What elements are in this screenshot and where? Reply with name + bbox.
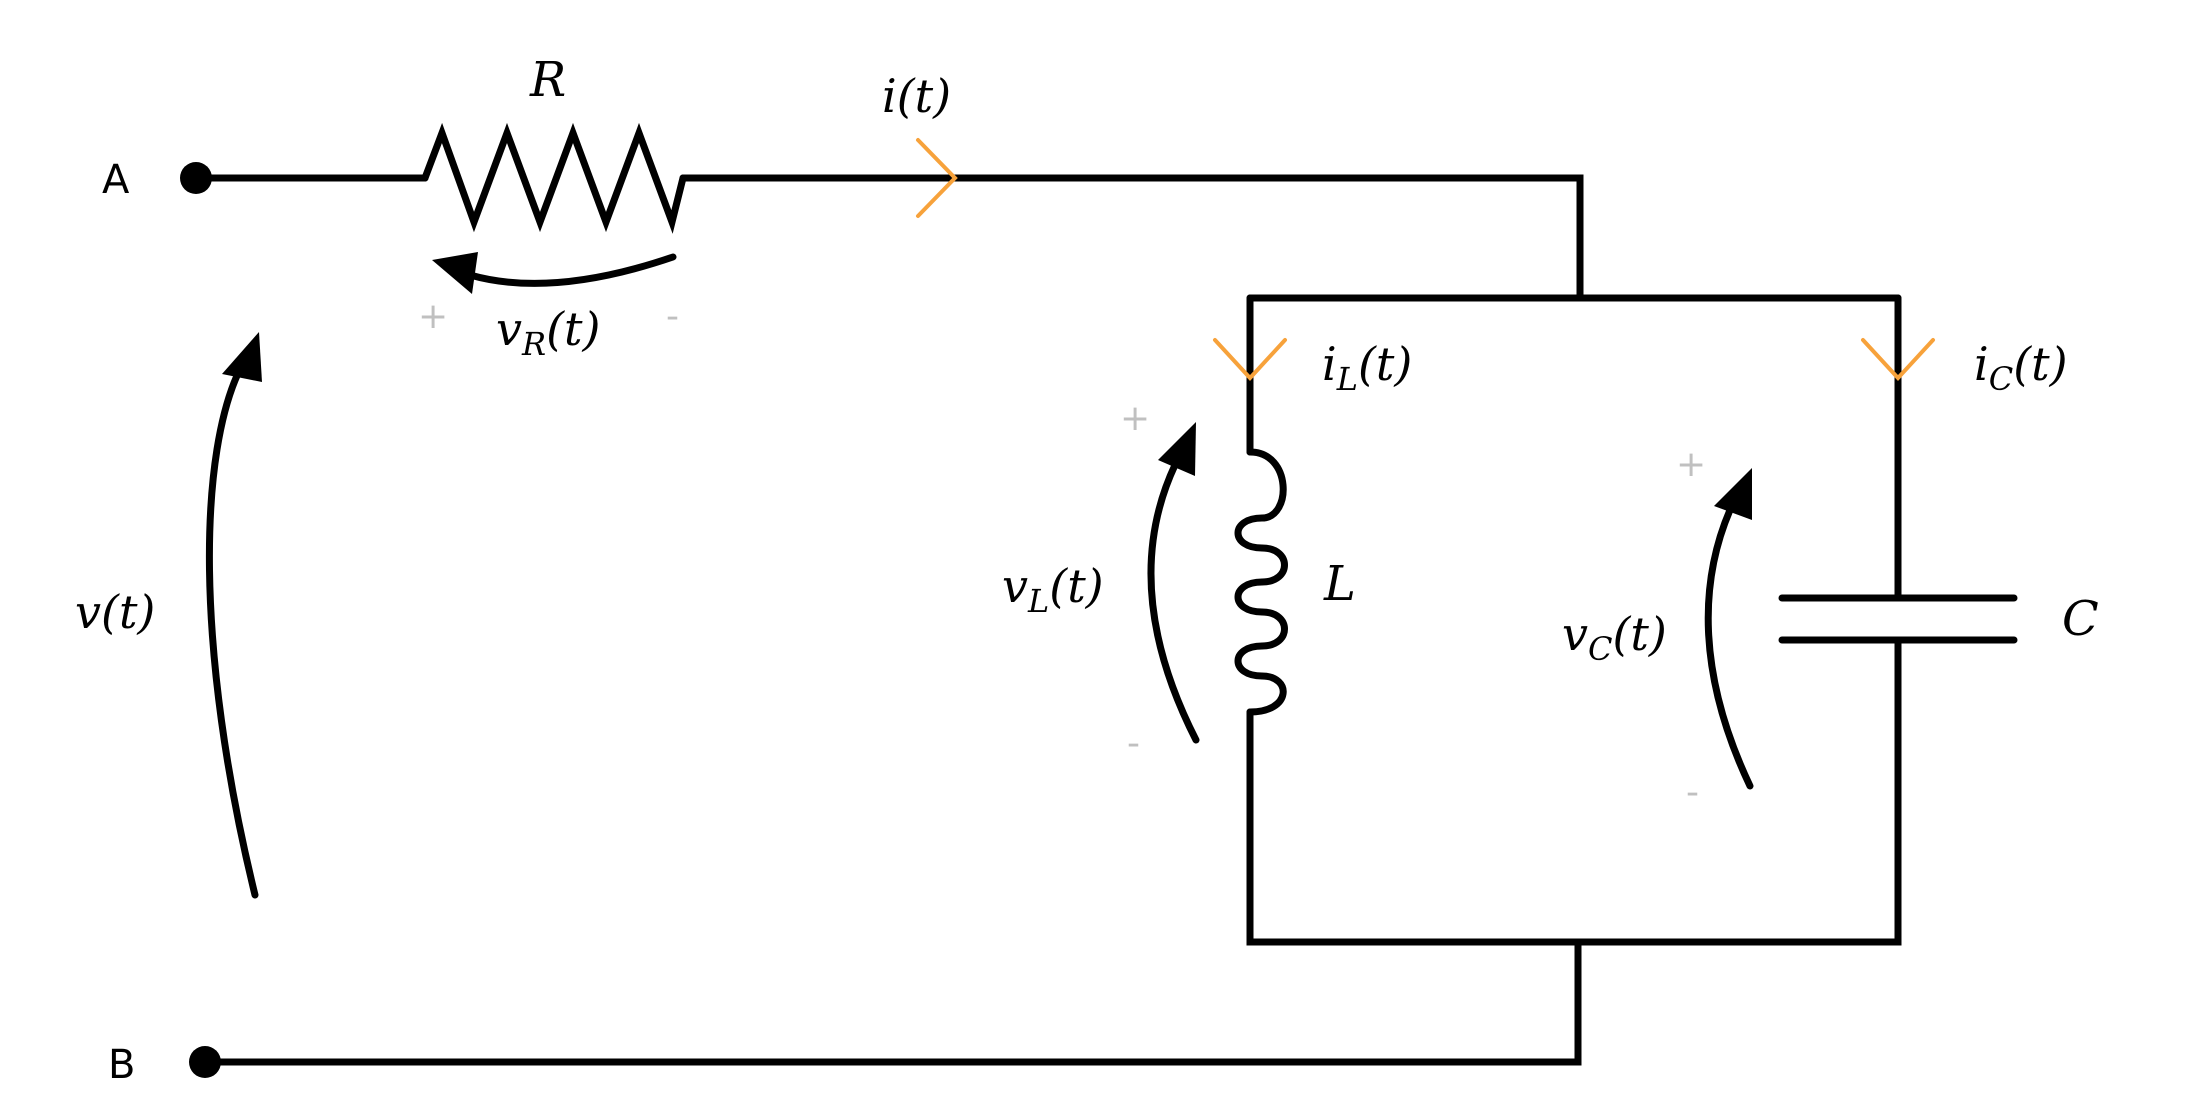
wires [192,174,1902,1066]
voltage-capacitor-sub: C [1588,630,1612,668]
current-arrow-capacitor [1861,338,1935,381]
current-inductor-base: i [1322,337,1337,391]
polarity-plus-resistor: + [418,296,448,337]
current-label-capacitor: iC(t) [1974,337,2068,398]
resistor-label: R [529,52,566,108]
voltage-resistor-base: v [496,302,522,356]
voltage-label-resistor: vR(t) [496,302,600,363]
voltage-arrow-inductor-head [1158,422,1196,476]
resistor-symbol [421,122,687,234]
voltage-resistor-sub: R [521,325,546,363]
inductor-symbol [1234,448,1288,716]
voltage-arrow-source-head [222,332,262,382]
polarity-minus-capacitor: - [1686,772,1699,813]
terminal-a-label: A [102,157,130,203]
voltage-source-base: v [75,585,101,639]
terminal-b-label: B [108,1042,135,1088]
voltage-label-capacitor: vC(t) [1562,607,1667,668]
inductor-label: L [1323,556,1356,612]
voltage-arrow-capacitor-head [1714,468,1752,520]
voltage-resistor-arg: (t) [546,302,600,356]
voltage-arrow-resistor [466,253,677,287]
capacitor-label: C [2062,591,2099,647]
voltage-arrow-capacitor [1704,506,1754,790]
voltage-capacitor-arg: (t) [1612,607,1666,661]
voltage-label-source: v(t) [75,585,155,639]
wire-inductor-bottom [1246,636,1902,946]
wire-branch-to-b [201,938,1582,1066]
current-capacitor-arg: (t) [2013,337,2067,391]
voltage-label-inductor: vL(t) [1002,559,1104,620]
polarity-plus-capacitor: + [1676,444,1706,485]
current-capacitor-base: i [1974,337,1989,391]
voltage-arrow-resistor-head [432,252,478,294]
current-label-main: i(t) [882,69,951,123]
current-capacitor-sub: C [1989,360,2013,398]
current-label-inductor: iL(t) [1322,337,1412,398]
terminal-b-dot[interactable] [189,1046,221,1078]
current-main-arg: (t) [897,69,951,123]
current-arrow-main [916,138,958,218]
current-inductor-arg: (t) [1358,337,1412,391]
wire-resistor-to-branch [679,174,1584,302]
capacitor-symbol [1778,594,2018,644]
current-main-base: i [882,69,897,123]
current-arrow-inductor [1213,338,1287,381]
terminal-a-dot[interactable] [180,162,212,194]
voltage-arrow-source [205,361,259,899]
voltage-inductor-arg: (t) [1049,559,1103,613]
voltage-inductor-base: v [1002,559,1028,613]
voltage-source-arg: (t) [101,585,155,639]
voltage-inductor-sub: L [1027,582,1049,620]
polarity-minus-resistor: - [666,296,679,337]
voltage-arrow-inductor [1147,461,1200,744]
current-inductor-sub: L [1336,360,1358,398]
voltage-capacitor-base: v [1562,607,1588,661]
polarity-minus-inductor: - [1127,723,1140,764]
polarity-plus-inductor: + [1120,398,1150,439]
